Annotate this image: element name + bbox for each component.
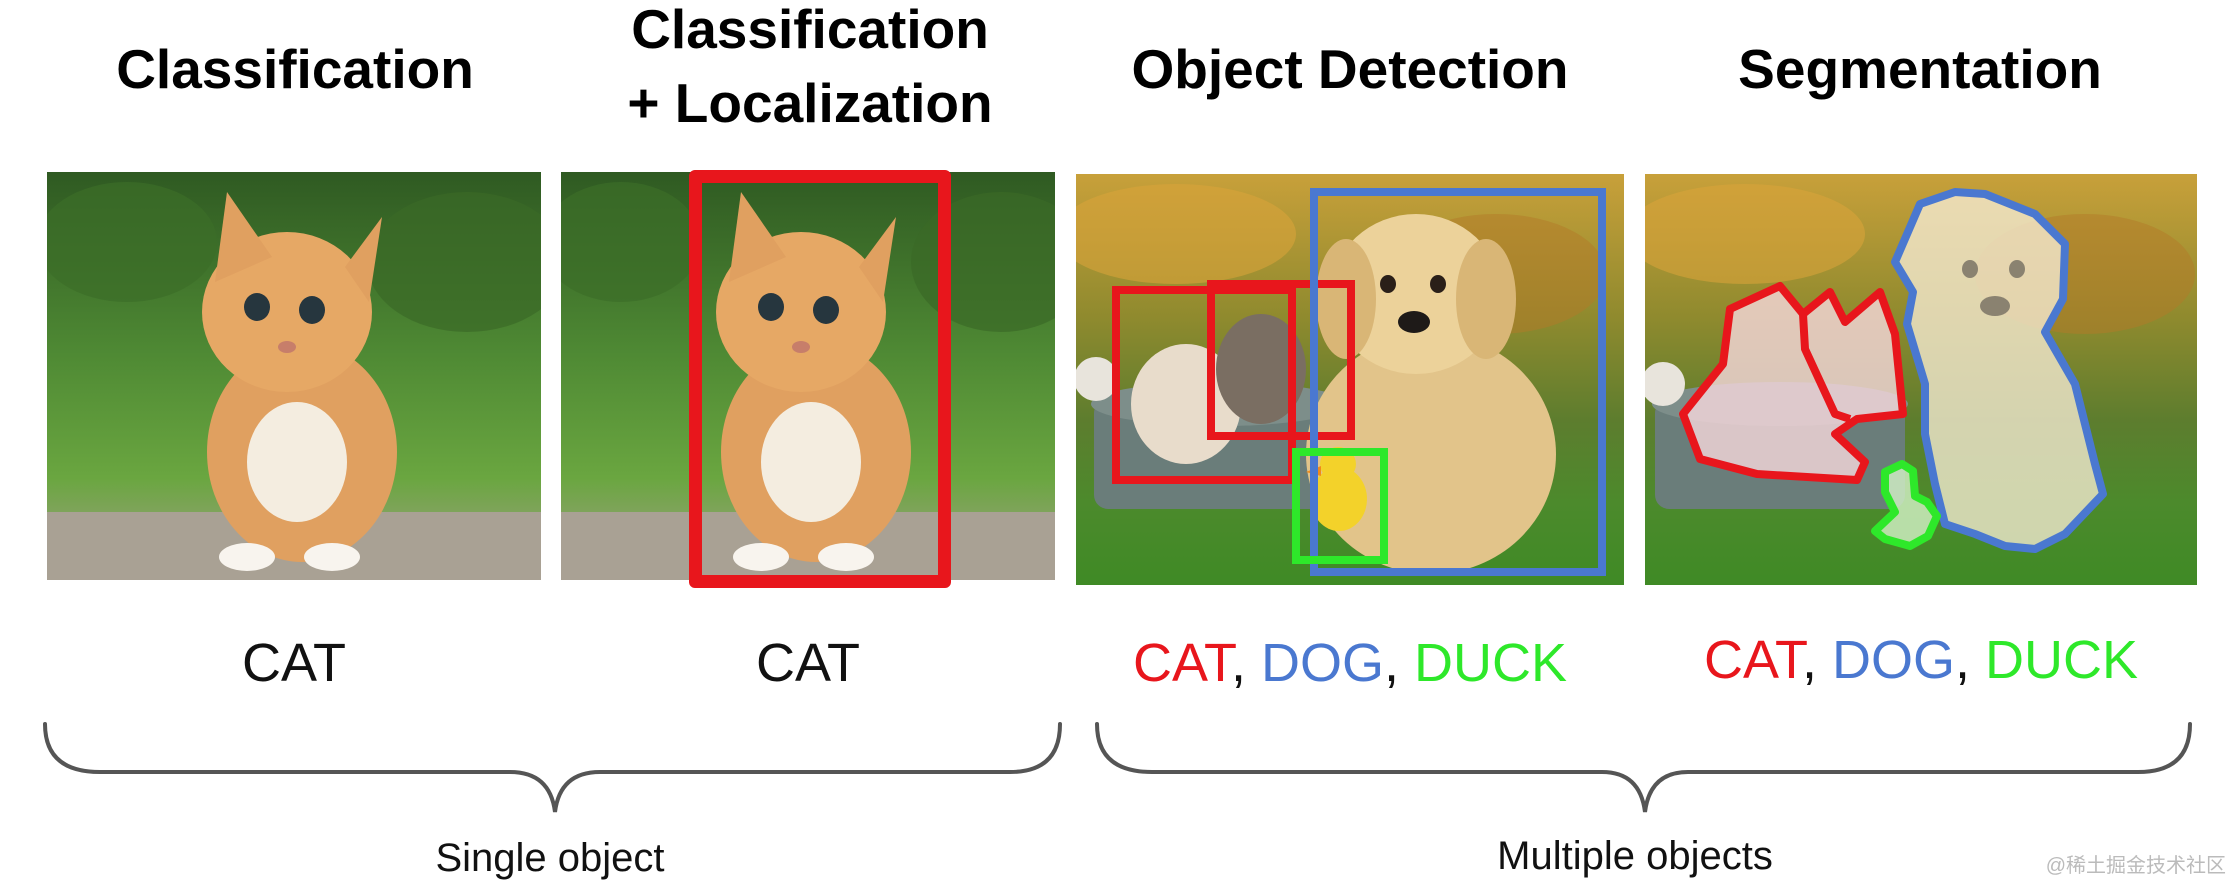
segmentation-label-part: , [1955,630,1986,690]
title-line-2: + Localization [627,72,993,134]
pets-photo-detection [1076,174,1624,585]
detection-label-part: DUCK [1414,633,1568,693]
title-object-detection: Object Detection [1131,38,1569,100]
detection-label: CAT, DOG, DUCK [1076,631,1624,695]
title-classification: Classification [116,38,474,100]
cls-loc-label: CAT [756,633,860,693]
detection-label-part: CAT [1132,633,1231,693]
title-line-1: Classification [631,0,989,60]
multiple-objects-brace [1095,722,2192,813]
detection-label-part: , [1230,633,1261,693]
pets-photo-segmentation [1645,174,2197,585]
watermark: @稀土掘金技术社区 [2045,855,2226,877]
single-object-label: Single object [435,836,665,880]
title-classification-localization: Classification + Localization [560,0,1060,140]
cat-bounding-box [689,170,951,588]
kitten-photo-localized [561,172,1055,580]
segmentation-label-part: DUCK [1985,630,2139,690]
kitten-photo [47,172,541,580]
multiple-objects-label: Multiple objects [1497,834,1773,878]
classification-label: CAT [242,633,346,693]
single-object-brace [43,722,1062,813]
detection-label-part: , [1384,633,1415,693]
title-segmentation: Segmentation [1738,38,2102,100]
segmentation-label: CAT, DOG, DUCK [1645,628,2197,692]
segmentation-label-part: CAT [1703,630,1802,690]
segmentation-label-part: , [1801,630,1832,690]
segmentation-label-part: DOG [1831,630,1955,690]
detection-label-part: DOG [1260,633,1384,693]
